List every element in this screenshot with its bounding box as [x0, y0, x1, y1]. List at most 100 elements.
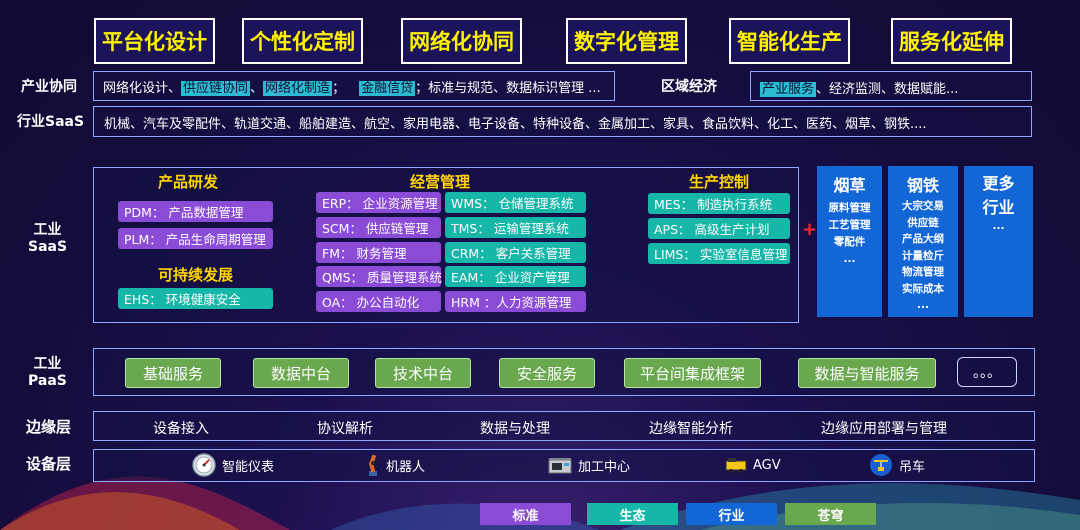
top-tag-service-extension: 服务化延伸 — [891, 18, 1012, 64]
industry-item: 原料管理 — [828, 202, 871, 214]
pill-lims: LIMS： 实验室信息管理 — [648, 243, 790, 264]
row-label-edge-layer: 边缘层 — [26, 418, 72, 436]
pill-fm: FM： 财务管理 — [316, 242, 441, 263]
industry-item: 大宗交易 — [902, 200, 944, 212]
section-title-production-control: 生产控制 — [689, 173, 750, 191]
device-label: 智能仪表 — [222, 459, 275, 475]
industry-box-title: 钢铁 — [906, 176, 939, 195]
industry-saas-frame — [93, 106, 1032, 137]
industry-item: 产品大纲 — [902, 233, 944, 245]
pill-scm: SCM： 供应链管理 — [316, 217, 441, 238]
top-tag-personalized-customization: 个性化定制 — [242, 18, 363, 64]
device-robot: 机器人 — [364, 453, 425, 477]
industry-collab-frame — [93, 71, 615, 101]
pill-crm: CRM： 客户关系管理 — [445, 242, 586, 263]
industry-item: 供应链 — [907, 216, 939, 229]
paas-item-more: 。。。 — [957, 357, 1017, 387]
paas-item-basic-service: 基础服务 — [125, 358, 221, 388]
legend-standard: 标准 — [480, 503, 571, 525]
collab-seg-finance-credit: 金融信贷 — [359, 81, 416, 96]
industrial-saas-label-line2: SaaS — [28, 239, 68, 255]
legend-industry: 行业 — [686, 503, 777, 525]
section-title-operations: 经营管理 — [410, 173, 471, 191]
crane-icon — [870, 454, 892, 476]
section-title-rnd: 产品研发 — [158, 173, 219, 191]
row-label-device-layer: 设备层 — [26, 455, 72, 473]
industry-item: 物流管理 — [902, 266, 944, 278]
industry-item: 零配件 — [833, 236, 866, 248]
paas-item-integration-framework: 平台间集成框架 — [624, 358, 761, 388]
pill-ehs: EHS： 环境健康安全 — [118, 288, 273, 309]
pill-aps: APS： 高级生产计划 — [648, 218, 790, 239]
industrial-paas-label-line1: 工业 — [33, 356, 62, 372]
industry-box-title-line1: 更多 — [982, 174, 1015, 193]
regional-text: 产业服务、经济监测、数据赋能... — [760, 78, 958, 97]
regional-seg-industry-service: 产业服务 — [760, 82, 817, 97]
edge-item-edge-intelligence: 边缘智能分析 — [649, 421, 733, 437]
plus-sign: + — [802, 219, 818, 240]
device-label: 机器人 — [386, 459, 426, 475]
industry-box-title: 烟草 — [833, 176, 866, 195]
agv-icon — [725, 458, 747, 473]
pill-pdm: PDM： 产品数据管理 — [118, 201, 273, 222]
row-label-industry-collab: 产业协同 — [21, 79, 77, 95]
edge-item-device-access: 设备接入 — [153, 421, 209, 437]
collab-seg-supply-chain: 供应链协同 — [181, 81, 251, 96]
pill-eam: EAM： 企业资产管理 — [445, 266, 586, 287]
top-tag-networked-collaboration: 网络化协同 — [401, 18, 522, 64]
industry-item: ... — [992, 220, 1005, 232]
edge-item-protocol-parsing: 协议解析 — [317, 421, 373, 437]
collab-seg-2: 、 — [250, 81, 264, 96]
section-title-sustainability: 可持续发展 — [158, 266, 234, 284]
device-agv: AGV — [725, 456, 781, 474]
pill-qms: QMS： 质量管理系统 — [316, 266, 442, 287]
row-label-regional-economy: 区域经济 — [661, 79, 717, 95]
robot-icon — [368, 454, 377, 476]
device-label: AGV — [753, 457, 781, 473]
row-label-industrial-paas: 工业 PaaS — [28, 356, 67, 390]
industry-item: ... — [917, 299, 929, 311]
legend-ecosystem: 生态 — [587, 503, 678, 525]
industry-box-steel: 钢铁 大宗交易 供应链 产品大纲 计量检斤 物流管理 实际成本 ... — [888, 166, 958, 317]
legend-cangqiong: 苍穹 — [785, 503, 876, 525]
device-smart-meter: 智能仪表 — [192, 453, 274, 477]
pill-hrm: HRM ：人力资源管理 — [445, 291, 586, 312]
collab-seg-6: ；标准与规范、数据标识管理 ... — [415, 81, 601, 96]
industrial-paas-label-line2: PaaS — [28, 373, 67, 389]
industry-saas-text: 机械、汽车及零配件、轨道交通、船舶建造、航空、家用电器、电子设备、特种设备、金属… — [104, 117, 927, 132]
device-label: 吊车 — [899, 459, 926, 475]
collab-seg-4: ； — [332, 81, 346, 96]
top-tag-intelligent-production: 智能化生产 — [729, 18, 850, 64]
industry-item: 工艺管理 — [828, 219, 871, 231]
device-crane: 吊车 — [869, 453, 925, 477]
industry-item: ... — [843, 253, 856, 265]
edge-item-edge-deployment: 边缘应用部署与管理 — [821, 421, 947, 437]
industry-box-tobacco: 烟草 原料管理 工艺管理 零配件 ... — [817, 166, 882, 317]
paas-item-security-service: 安全服务 — [499, 358, 595, 388]
device-machining-center: 加工中心 — [548, 456, 630, 475]
row-label-industrial-saas: 工业 SaaS — [28, 222, 67, 256]
industry-collab-text: 网络化设计、供应链协同、网络化制造；金融信贷；标准与规范、数据标识管理 ... — [103, 77, 601, 96]
industry-box-more: 更多 行业 ... — [964, 166, 1033, 317]
gauge-icon — [192, 453, 216, 477]
industry-item: 实际成本 — [902, 282, 944, 295]
paas-item-data-intelligence-service: 数据与智能服务 — [798, 358, 936, 388]
paas-item-tech-middle-platform: 技术中台 — [375, 358, 471, 388]
pill-plm: PLM： 产品生命周期管理 — [118, 228, 273, 249]
pill-erp: ERP： 企业资源管理 — [316, 192, 441, 213]
pill-wms: WMS： 仓储管理系统 — [445, 192, 586, 213]
top-tag-platform-design: 平台化设计 — [94, 18, 215, 64]
industry-item: 计量检斤 — [902, 249, 944, 262]
row-label-industry-saas: 行业SaaS — [17, 114, 85, 130]
edge-item-data-processing: 数据与处理 — [480, 421, 550, 437]
industrial-saas-label-line1: 工业 — [33, 222, 62, 238]
paas-item-data-middle-platform: 数据中台 — [253, 358, 349, 388]
industry-box-title-line2: 行业 — [982, 198, 1015, 217]
top-tag-digital-management: 数字化管理 — [566, 18, 687, 64]
pill-tms: TMS： 运输管理系统 — [445, 217, 586, 238]
collab-seg-0: 网络化设计、 — [103, 81, 182, 96]
regional-seg-1: 、经济监测、数据赋能... — [816, 82, 959, 97]
pill-mes: MES： 制造执行系统 — [648, 193, 790, 214]
device-label: 加工中心 — [578, 460, 631, 475]
edge-layer-frame — [93, 411, 1035, 441]
